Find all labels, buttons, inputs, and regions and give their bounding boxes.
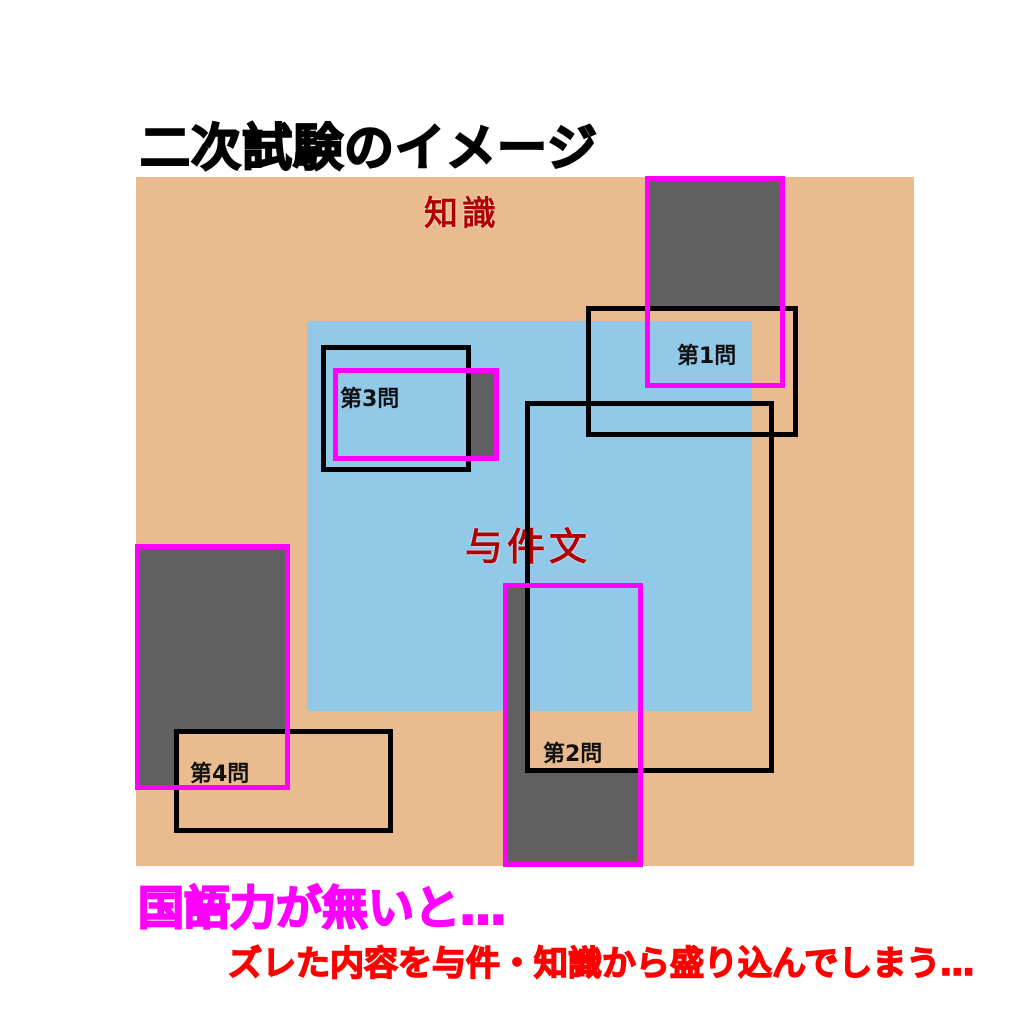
- q3-answer-box: [333, 368, 499, 461]
- knowledge-label: 知識: [424, 194, 500, 235]
- q4-answer-box: [135, 544, 290, 790]
- q1-label: 第1問: [677, 344, 737, 369]
- q4-gap-fill: [137, 546, 288, 732]
- caption-line-1: 国語力が無いと…: [137, 880, 507, 936]
- q2-label: 第2問: [543, 742, 603, 767]
- q2-gap-fill-2: [505, 771, 641, 865]
- q4-label: 第4問: [190, 762, 250, 787]
- q2-gap-fill: [505, 585, 528, 771]
- caption-line-2: ズレた内容を与件・知識から盛り込んでしまう…: [227, 943, 975, 985]
- q4-gap-fill-2: [137, 732, 177, 788]
- q3-label: 第3問: [340, 387, 400, 412]
- diagram-title: 二次試験のイメージ: [139, 118, 598, 178]
- q3-gap-fill: [469, 370, 497, 459]
- q4-question-box: [174, 729, 393, 833]
- q1-question-box: [586, 306, 798, 437]
- q2-answer-box: [503, 583, 643, 867]
- q3-question-box: [321, 345, 471, 472]
- q1-gap-fill: [647, 178, 783, 307]
- q1-answer-box: [645, 176, 785, 388]
